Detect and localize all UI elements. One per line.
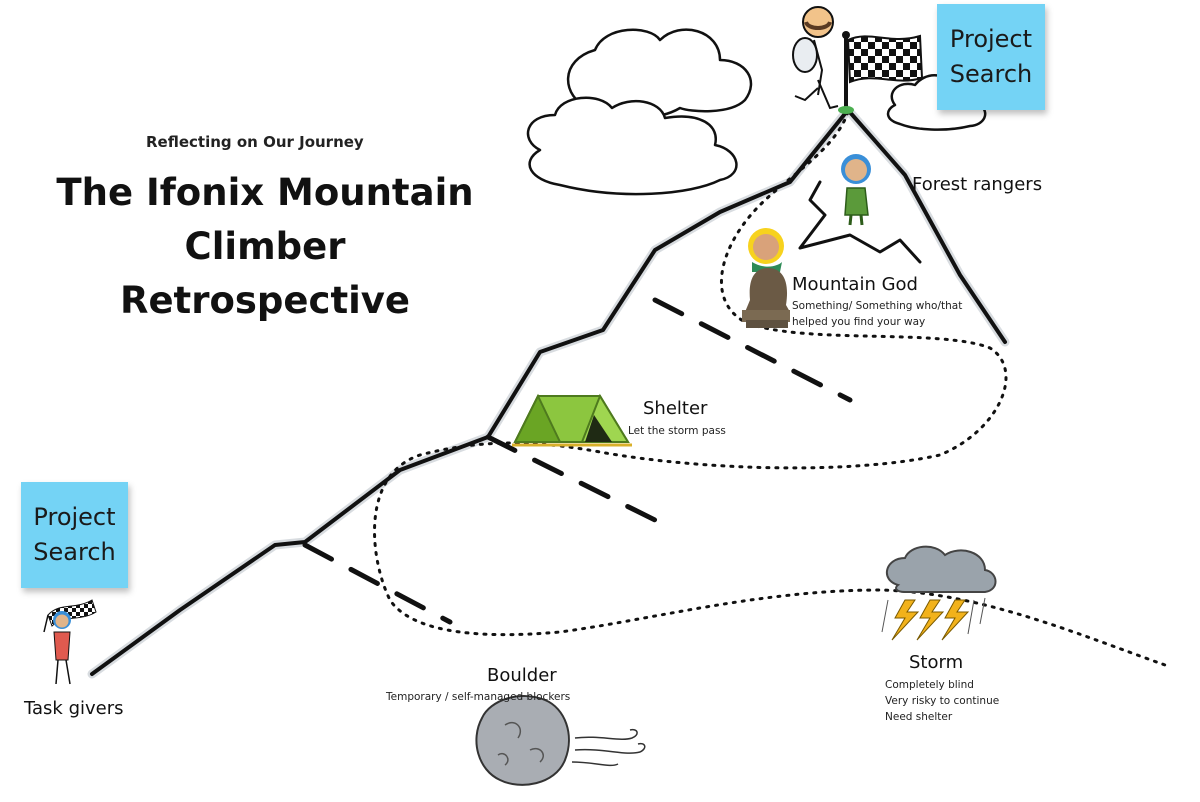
shelter-desc: Let the storm pass	[628, 425, 726, 437]
task-givers-label: Task givers	[24, 698, 124, 719]
mountain-god-label: Mountain God	[792, 274, 918, 295]
storm-desc-3: Need shelter	[885, 711, 953, 723]
ranger-icon	[841, 154, 871, 226]
storm-label: Storm	[909, 652, 964, 673]
shelter-label: Shelter	[643, 398, 708, 419]
boulder-desc: Temporary / self-managed blockers	[386, 691, 571, 703]
summit-clouds	[526, 28, 987, 196]
mountain-god-desc-1: Something/ Something who/that	[792, 300, 963, 312]
summit-flag	[838, 31, 924, 114]
page-title: The Ifonix Mountain Climber Retrospectiv…	[56, 171, 474, 322]
statue-icon	[742, 228, 790, 328]
sticky-note-left[interactable]: Project Search	[21, 482, 128, 588]
mountain-ridge	[87, 105, 1010, 679]
trail-path	[373, 110, 1167, 667]
storm-desc-2: Very risky to continue	[885, 695, 1000, 707]
hiker-icon	[792, 6, 839, 110]
storm-cloud-icon	[881, 545, 997, 641]
storm-desc-1: Completely blind	[885, 679, 974, 691]
mountain-god-desc-2: helped you find your way	[792, 316, 926, 328]
kicker-text: Reflecting on Our Journey	[146, 133, 364, 151]
forest-rangers-label: Forest rangers	[912, 174, 1043, 195]
sticky-note-top[interactable]: Project Search	[937, 4, 1045, 110]
ledge-dashes	[302, 297, 853, 625]
boulder-label: Boulder	[487, 665, 557, 686]
boulder-icon	[475, 695, 646, 786]
tent-icon	[512, 393, 632, 447]
task-giver-figure	[43, 599, 97, 685]
